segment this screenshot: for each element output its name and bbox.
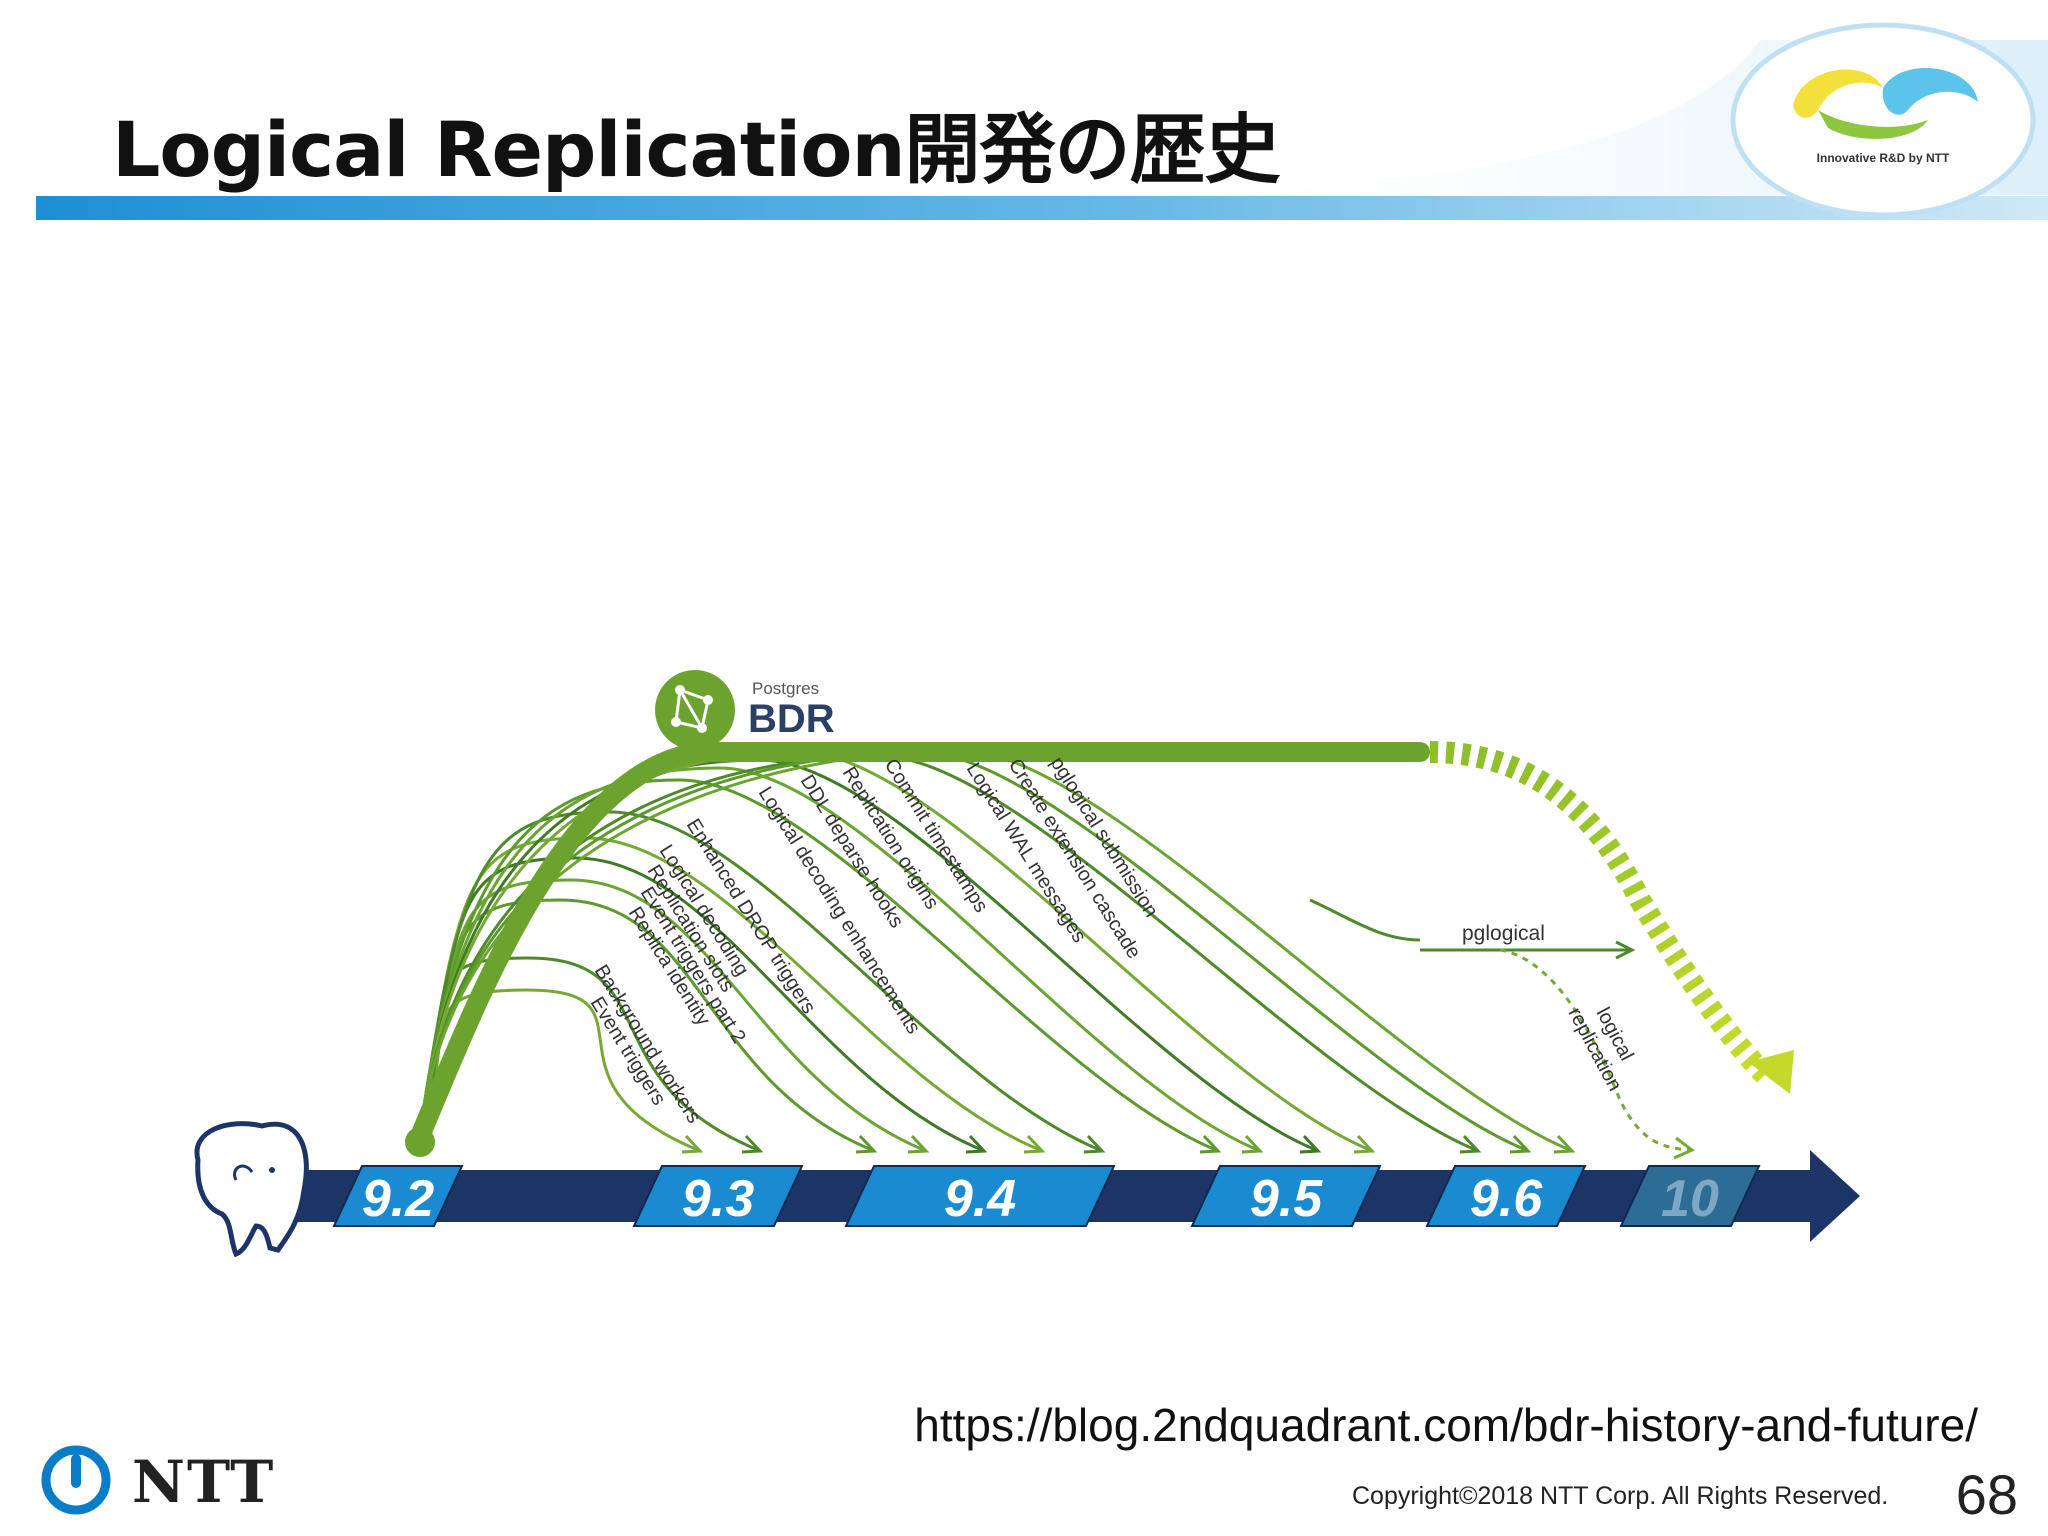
logo-green-swirl [1818, 110, 1928, 139]
feature-arrow-head [681, 1134, 704, 1154]
feature-arrow-head [1199, 1134, 1222, 1154]
bdr-logo-big-text: BDR [748, 697, 835, 741]
feature-arrow-head [741, 1134, 764, 1154]
feature-arrow-head [1241, 1134, 1264, 1154]
version-badge-v92: 9.2 [332, 1165, 464, 1228]
ntt-footer-logo [41, 1445, 111, 1515]
feature-arrow-head [1353, 1134, 1376, 1154]
ntt-wordmark: NTT [132, 1448, 276, 1516]
version-label: 9.3 [682, 1170, 754, 1228]
bdr-origin-dot [405, 1127, 435, 1157]
version-badge-shape [1190, 1165, 1382, 1227]
version-badge-v93: 9.3 [632, 1165, 804, 1228]
bdr-trunk-line [410, 742, 1430, 1146]
bdr-logo-icon [655, 670, 735, 750]
corporate-logo: Innovative R&D by NTT [1730, 22, 2036, 218]
feature-arrow-head [1509, 1134, 1532, 1154]
pglogical-arrow-head [1615, 940, 1636, 960]
feature-curve [418, 878, 925, 1152]
version-label: 9.2 [362, 1170, 434, 1228]
source-url[interactable]: https://blog.2ndquadrant.com/bdr-history… [914, 1399, 1978, 1451]
elephant-ear [233, 1164, 254, 1181]
version-badge-shape [632, 1165, 804, 1227]
version-label: 9.5 [1250, 1170, 1323, 1228]
feature-curve [418, 810, 1101, 1152]
version-label: 10 [1661, 1170, 1719, 1228]
page-number: 68 [1955, 1463, 2018, 1526]
feature-arrow-head [855, 1134, 878, 1154]
pglogical-label: pglogical [1462, 922, 1545, 945]
bdr-logo-network-icon [674, 687, 710, 730]
version-badge-v96: 9.6 [1425, 1165, 1587, 1228]
ntt-logo-ring-icon [41, 1445, 111, 1515]
logical-replication-dashed [1499, 948, 1691, 1152]
feature-arrow-head [1553, 1134, 1576, 1154]
version-badge-shape [1425, 1165, 1587, 1227]
feature-arrow-head [1083, 1134, 1106, 1154]
slide-title: Logical Replication開発の歴史 [112, 105, 1281, 194]
version-badge-shape [332, 1165, 464, 1227]
feature-arrow-head [1459, 1134, 1482, 1154]
copyright-notice: Copyright©2018 NTT Corp. All Rights Rese… [1352, 1482, 1889, 1510]
version-badge-v95: 9.5 [1190, 1165, 1382, 1228]
bdr-future-arrow-head [1748, 1050, 1794, 1094]
feature-curve [418, 766, 1259, 1152]
logo-oval [1730, 22, 2036, 218]
bdr-logo-small-text: Postgres [752, 679, 819, 698]
pglogical-branch-in [1309, 898, 1421, 942]
logical-replication-arrow-head [1673, 1136, 1695, 1160]
logo-blue-swirl [1882, 67, 1978, 115]
version-badge-v94: 9.4 [844, 1165, 1116, 1228]
ntt-logo-bar-icon [71, 1454, 81, 1488]
feature-arrow-head [965, 1134, 988, 1154]
feature-curve [418, 778, 1217, 1152]
release-timeline: 9.2 9.3 9.4 9.5 9.6 10 [194, 1121, 1860, 1258]
feature-arrow-head [1299, 1134, 1322, 1154]
timeline-arrow-head [1810, 1150, 1860, 1242]
feature-arrow-head [907, 1134, 930, 1154]
version-label: 9.6 [1470, 1170, 1543, 1228]
version-badge-shape [844, 1165, 1116, 1227]
feature-arrow-head [1023, 1134, 1046, 1154]
version-badge-shape [1619, 1165, 1761, 1227]
elephant-body [194, 1121, 309, 1258]
postgresql-elephant-icon [194, 1121, 309, 1258]
version-badge-v10: 10 [1619, 1165, 1761, 1228]
version-label: 9.4 [944, 1170, 1016, 1228]
bdr-future-dashed [1429, 741, 1778, 1088]
logo-yellow-swirl [1793, 69, 1883, 118]
logo-tagline: Innovative R&D by NTT [1817, 151, 1950, 165]
elephant-eye [269, 1167, 275, 1173]
